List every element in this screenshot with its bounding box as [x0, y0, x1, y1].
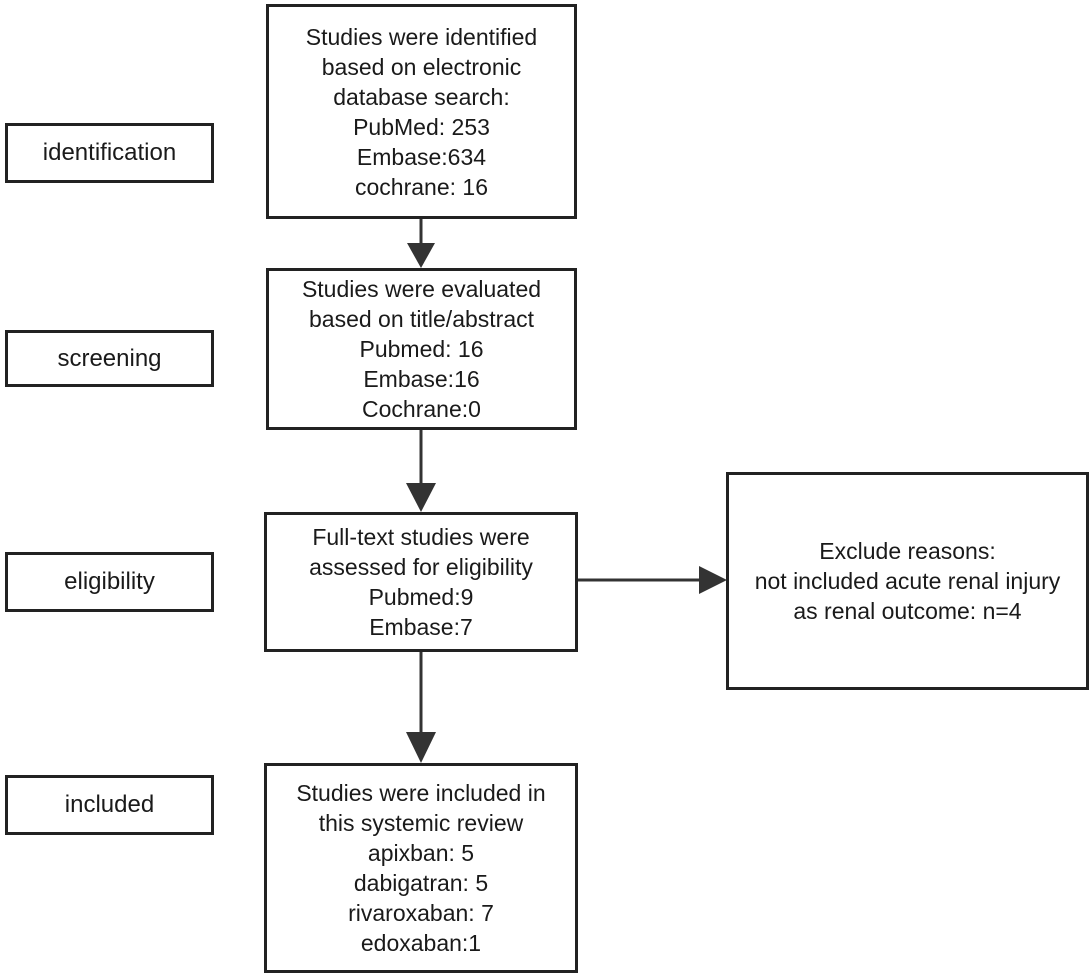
- box-text-line: apixban: 5: [367, 840, 475, 866]
- arrowhead-screening-to-eligibility: [406, 483, 436, 512]
- box-text-line: Embase:634: [356, 143, 487, 170]
- arrowhead-eligibility-to-exclusion: [699, 566, 727, 594]
- box-text-line: Studies were identified: [305, 23, 538, 50]
- box-text-line: based on electronic: [321, 53, 522, 80]
- box-text-line: Exclude reasons:: [819, 538, 996, 564]
- box-text-line: assessed for eligibility: [309, 554, 533, 580]
- box-text-line: Studies were evaluated: [301, 276, 542, 302]
- eligibility-box: Full-text studies were assessed for elig…: [264, 512, 578, 652]
- box-text-line: not included acute renal injury: [754, 568, 1061, 594]
- box-text-line: PubMed: 253: [353, 113, 490, 140]
- box-text-line: dabigatran: 5: [353, 870, 489, 896]
- box-text-line: based on title/abstract: [308, 306, 535, 332]
- box-text-line: Pubmed: 16: [359, 336, 484, 362]
- box-text-line: Embase:7: [369, 614, 473, 640]
- box-text-line: this systemic review: [318, 810, 524, 836]
- box-text-line: Cochrane:0: [362, 396, 481, 422]
- stage-label-text: screening: [57, 344, 162, 372]
- stage-label-included: included: [5, 775, 214, 835]
- stage-label-identification: identification: [5, 123, 214, 183]
- box-text-line: Pubmed:9: [368, 584, 474, 610]
- box-text-line: Studies were included in: [296, 780, 546, 806]
- exclusion-box: Exclude reasons: not included acute rena…: [726, 472, 1089, 690]
- identification-box: Studies were identified based on electro…: [266, 4, 577, 219]
- stage-label-text: eligibility: [64, 568, 155, 595]
- box-text-line: as renal outcome: n=4: [793, 598, 1022, 624]
- stage-label-screening: screening: [5, 330, 214, 387]
- arrowhead-identification-to-screening: [407, 243, 435, 268]
- stage-label-text: identification: [42, 139, 177, 166]
- box-text-line: edoxaban:1: [360, 930, 482, 956]
- stage-label-text: included: [64, 791, 155, 818]
- screening-box: Studies were evaluated based on title/ab…: [266, 268, 577, 430]
- box-text-line: rivaroxaban: 7: [348, 900, 494, 926]
- box-text-line: database search:: [333, 83, 510, 110]
- box-text-line: Full-text studies were: [312, 524, 530, 550]
- stage-label-eligibility: eligibility: [5, 552, 214, 612]
- box-text-line: cochrane: 16: [355, 173, 488, 200]
- included-box: Studies were included in this systemic r…: [264, 763, 578, 973]
- arrowhead-eligibility-to-included: [406, 732, 436, 763]
- box-text-line: Embase:16: [363, 366, 480, 392]
